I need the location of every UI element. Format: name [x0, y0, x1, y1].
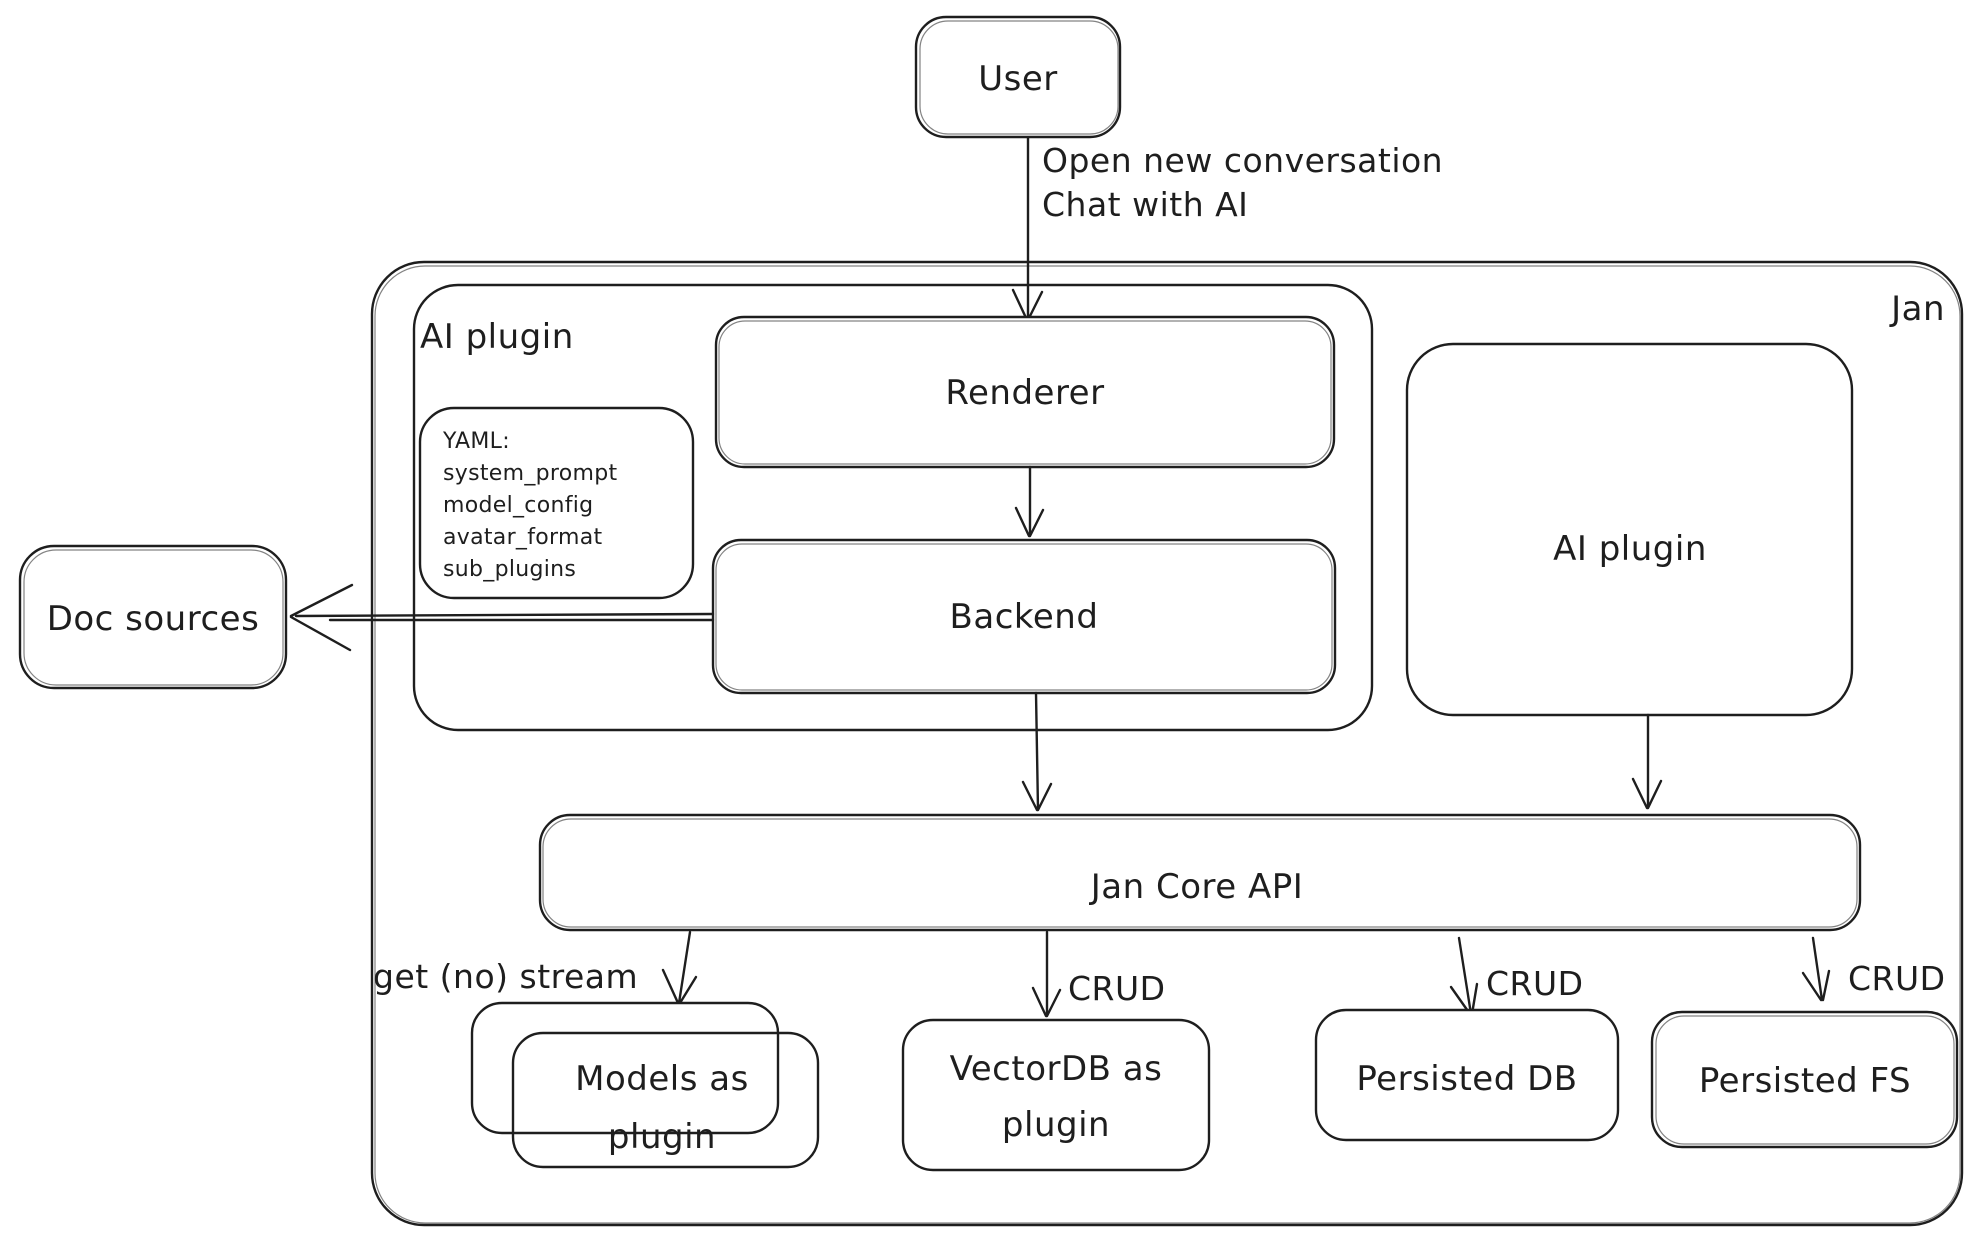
doc-sources-label: Doc sources [47, 599, 260, 639]
node-user: User [914, 15, 1122, 139]
node-renderer: Renderer [714, 315, 1336, 469]
backend-box-sketch [715, 543, 1333, 691]
persisted-fs-box-sketch [1655, 1015, 1955, 1145]
node-ai-plugin-container: AI plugin [412, 283, 1374, 732]
edge-label-get-no-stream: get (no) stream [373, 957, 638, 996]
user-box-sketch [919, 20, 1119, 135]
jan-core-api-box-sketch [542, 818, 1858, 928]
user-label: User [978, 59, 1058, 99]
yaml-note-line-1: system_prompt [443, 461, 618, 486]
jan-core-api-box [538, 813, 1862, 932]
renderer-box [714, 315, 1336, 469]
user-box [914, 15, 1122, 139]
vectordb-plugin-label-line1: VectorDB as [950, 1049, 1163, 1089]
jan-container-box [370, 260, 1964, 1227]
jan-container-label: Jan [1889, 289, 1945, 329]
renderer-box-sketch [718, 320, 1332, 465]
node-ai-plugin-right: AI plugin [1405, 342, 1854, 717]
node-persisted-db: Persisted DB [1314, 1008, 1620, 1142]
backend-label: Backend [950, 597, 1099, 637]
edge-label-open-new-conversation: Open new conversation [1042, 141, 1443, 180]
yaml-note-line-3: avatar_format [443, 525, 603, 550]
persisted-db-box [1314, 1008, 1620, 1142]
persisted-fs-label: Persisted FS [1699, 1061, 1911, 1101]
jan-core-api-label: Jan Core API [1089, 867, 1304, 907]
arrow-backend-to-doc-sources [289, 583, 715, 652]
arrow-backend-to-jan-core-api [1021, 691, 1053, 812]
node-yaml-note: YAML: system_prompt model_config avatar_… [418, 406, 695, 600]
vectordb-plugin-label-line2: plugin [1002, 1105, 1110, 1145]
yaml-note-box [418, 406, 695, 600]
arrow-api-to-persisted-db [1449, 936, 1479, 1016]
arrow-user-to-renderer [1011, 136, 1044, 322]
models-plugin-label-line2: plugin [608, 1117, 716, 1157]
node-backend: Backend [711, 538, 1337, 695]
arrow-ai-plugin-right-to-jan-core-api [1631, 713, 1663, 810]
edge-label-crud-persisted-db: CRUD [1486, 964, 1584, 1003]
jan-container-box-sketch [374, 265, 1961, 1224]
edge-label-crud-vectordb: CRUD [1068, 969, 1166, 1008]
node-jan-container: Jan [370, 260, 1964, 1227]
arrow-api-to-models [661, 930, 698, 1005]
persisted-fs-box [1650, 1010, 1959, 1149]
ai-plugin-right-box [1405, 342, 1854, 717]
persisted-db-label: Persisted DB [1356, 1059, 1577, 1099]
backend-box [711, 538, 1337, 695]
node-doc-sources: Doc sources [18, 544, 288, 690]
edge-label-chat-with-ai: Chat with AI [1042, 185, 1248, 224]
ai-plugin-container-label: AI plugin [420, 317, 574, 357]
ai-plugin-container-box [412, 283, 1374, 732]
models-plugin-back-box [470, 1001, 780, 1135]
doc-sources-box-sketch [23, 549, 284, 686]
arrow-api-to-persisted-fs [1801, 936, 1831, 1002]
node-vectordb-plugin: VectorDB as plugin [901, 1018, 1211, 1172]
vectordb-plugin-box [901, 1018, 1211, 1172]
edge-label-crud-persisted-fs: CRUD [1848, 959, 1946, 998]
renderer-label: Renderer [945, 373, 1104, 413]
ai-plugin-right-label: AI plugin [1553, 529, 1707, 569]
node-models-plugin: Models as plugin [470, 1001, 820, 1169]
yaml-note-line-4: sub_plugins [443, 557, 576, 582]
doc-sources-box [18, 544, 288, 690]
node-jan-core-api: Jan Core API [538, 813, 1862, 932]
arrow-api-to-vectordb [1031, 930, 1062, 1018]
arrow-renderer-to-backend [1014, 465, 1045, 538]
models-plugin-label-line1: Models as [575, 1059, 749, 1099]
yaml-note-line-0: YAML: [442, 429, 510, 454]
node-persisted-fs: Persisted FS [1650, 1010, 1959, 1149]
yaml-note-line-2: model_config [443, 493, 593, 518]
models-plugin-front-box [511, 1031, 820, 1169]
